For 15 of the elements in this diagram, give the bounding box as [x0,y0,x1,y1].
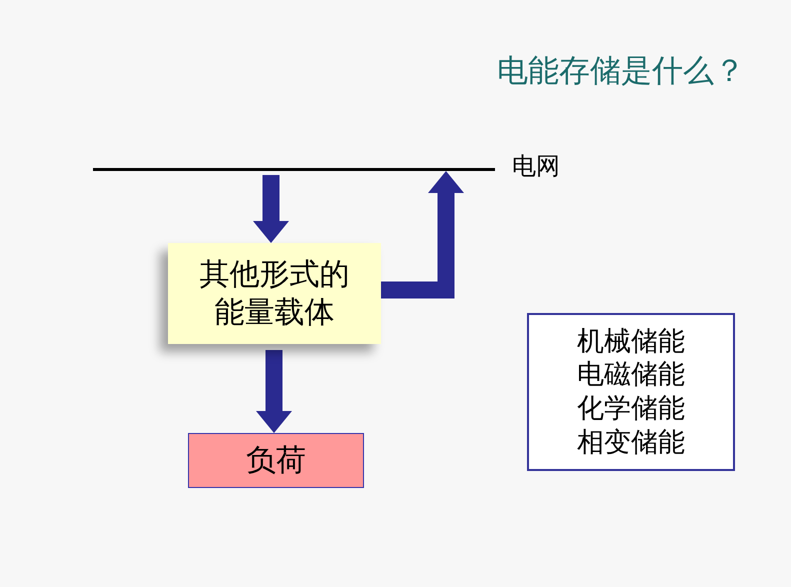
box-text: 机械储能 [577,324,685,358]
block-arrow [253,175,289,243]
box-text: 电磁储能 [577,358,685,392]
block-arrow [381,171,464,298]
box-text: 相变储能 [577,426,685,460]
process-box [188,433,364,488]
box-text: 其他形式的能量载体 [198,256,350,331]
process-box [168,243,381,344]
box-text: 负荷 [246,442,306,480]
title: 电能存储是什么？ [497,52,745,91]
list-box [527,313,735,471]
grid-label: 电网 [512,151,560,182]
block-arrow [256,350,292,433]
box-text: 化学储能 [577,392,685,426]
grid-line [93,168,495,171]
